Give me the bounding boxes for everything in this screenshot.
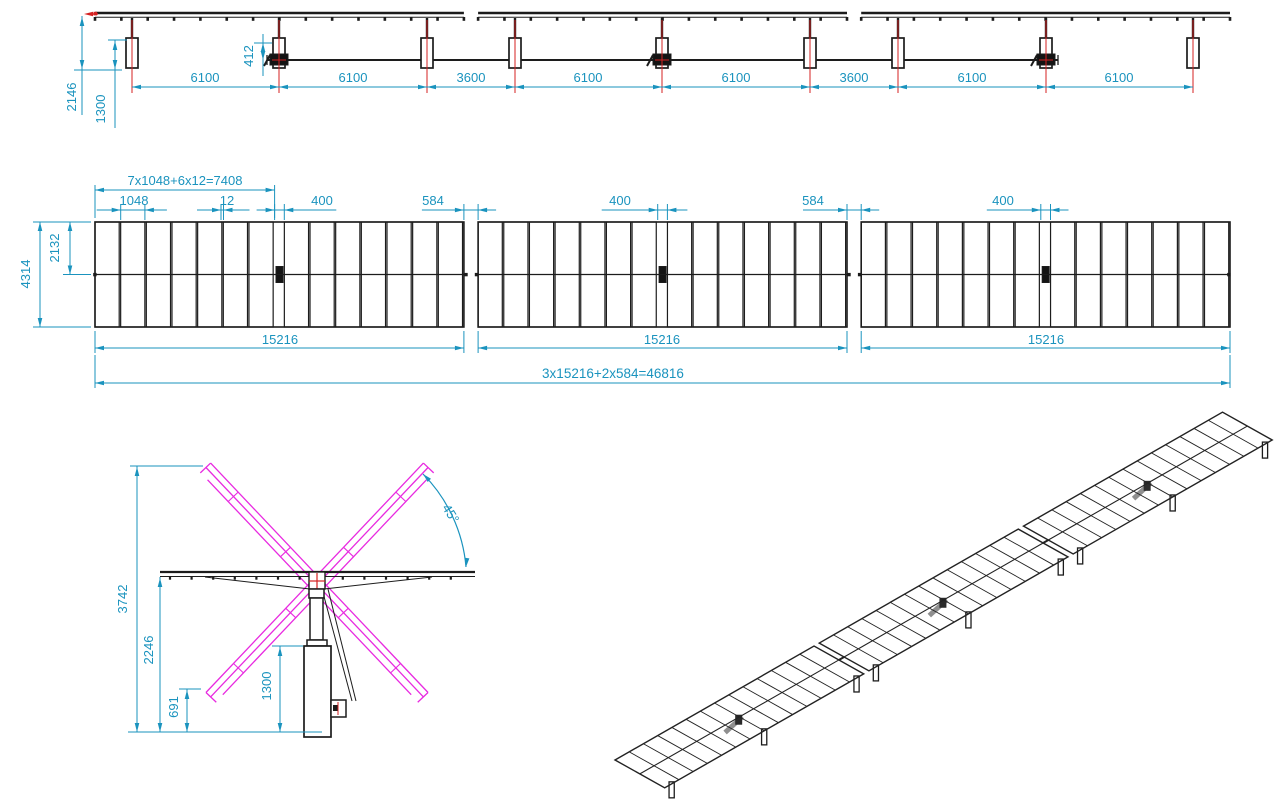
dim-row-gap-1: 584: [422, 193, 444, 208]
plan-view: 7x1048+6x12=7408 1048 12 400 584 400 584…: [18, 173, 1231, 388]
dim-post-height: 1300: [93, 95, 108, 124]
dim-tilt-angle: 45°: [439, 501, 462, 526]
dim-min-clearance: 691: [166, 696, 181, 718]
dim-row-length-1: 15216: [262, 332, 298, 347]
dim-plan-height: 4314: [18, 260, 33, 289]
dim-elevation-height: 2146: [64, 83, 79, 112]
front-view: 3742 2246 1300 691 45°: [115, 462, 475, 738]
dim-motor-gap-3: 400: [992, 193, 1014, 208]
dim-module-width: 1048: [120, 193, 149, 208]
dim-span-5: 6100: [722, 70, 751, 85]
dim-span-7: 6100: [958, 70, 987, 85]
dim-span-4: 6100: [574, 70, 603, 85]
plan-geometry: [33, 185, 1231, 388]
elevation-view: 6100 6100 3600 6100 6100 3600 6100 6100 …: [64, 11, 1232, 128]
dim-span-6: 3600: [840, 70, 869, 85]
dim-row-length-2: 15216: [644, 332, 680, 347]
dim-span-1: 6100: [191, 70, 220, 85]
dim-row-gap-2: 584: [802, 193, 824, 208]
dim-module-gap: 12: [220, 193, 234, 208]
isometric-geometry: [613, 411, 1274, 799]
dim-max-height: 3742: [115, 585, 130, 614]
dim-span-8: 6100: [1105, 70, 1134, 85]
dim-hub-height: 2246: [141, 636, 156, 665]
front-geometry: [128, 462, 475, 738]
dim-pier-height: 1300: [259, 672, 274, 701]
dim-row-length-3: 15216: [1028, 332, 1064, 347]
dim-motor-gap-1: 400: [311, 193, 333, 208]
dim-tube-offset: 412: [241, 45, 256, 67]
dim-module-group: 7x1048+6x12=7408: [128, 173, 243, 188]
isometric-view: [613, 411, 1274, 799]
dim-plan-half-height: 2132: [47, 234, 62, 263]
dim-span-2: 6100: [339, 70, 368, 85]
dim-span-3: 3600: [457, 70, 486, 85]
dim-total-length: 3x15216+2x584=46816: [542, 366, 684, 381]
dim-motor-gap-2: 400: [609, 193, 631, 208]
elevation-geometry: [74, 11, 1232, 128]
